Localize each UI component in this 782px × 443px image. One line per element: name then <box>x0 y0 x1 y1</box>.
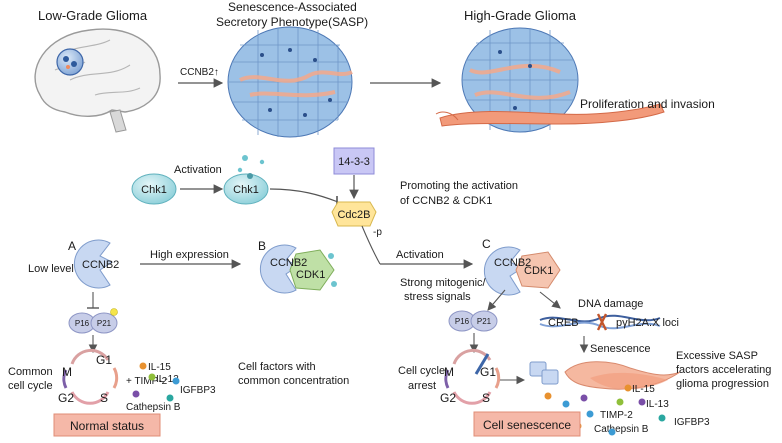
cell-senescence-box <box>473 411 581 437</box>
phase-g1-a: G1 <box>96 353 112 367</box>
cytokine-dots-a <box>132 362 180 402</box>
promoting-line1: Promoting the activation <box>400 180 518 192</box>
ccnb2-shape-a <box>73 239 113 289</box>
cdk1-label-c: CDK1 <box>524 265 553 277</box>
tumor-spot <box>56 48 84 76</box>
panel-b-letter: B <box>258 239 266 253</box>
phase-g2-c: G2 <box>440 391 456 405</box>
igfbp3-label-c: IGFBP3 <box>674 417 710 428</box>
cell-senescence-label: Cell senescence <box>483 418 571 432</box>
chk1-inactive-label: Chk1 <box>141 184 167 196</box>
panel-c-letter: C <box>482 237 491 251</box>
phase-s-a: S <box>100 391 108 405</box>
cell-cycle-a <box>62 348 119 405</box>
low-level-label: Low level <box>28 263 74 275</box>
arrow-to-p21-c <box>487 289 506 311</box>
p21-node-a <box>90 312 118 334</box>
ccnb2-label-a: CCNB2 <box>82 259 119 271</box>
promoting-line2: of CCNB2 & CDK1 <box>400 195 492 207</box>
high-grade-cluster <box>435 27 665 133</box>
common-label-2: cell cycle <box>8 380 53 392</box>
il13-label-c: IL-13 <box>646 399 669 410</box>
senescence-label: Senescence <box>590 343 651 355</box>
igfbp3-label-a: IGFBP3 <box>180 385 216 396</box>
phospho-dots <box>237 155 265 179</box>
high-expression-label: High expression <box>150 249 229 261</box>
ccnb2-shape-b <box>259 244 299 294</box>
il15-label-a: IL-15 <box>148 362 171 373</box>
ccnb2-label-b: CCNB2 <box>270 257 307 269</box>
cathepsin-label-a: Cathepsin B <box>126 402 181 413</box>
mitogenic-line1: Strong mitogenic/ <box>400 277 487 289</box>
phase-m-a: M <box>62 365 72 379</box>
chk1-active-node <box>223 173 269 205</box>
creb-label: CREB <box>548 317 579 329</box>
high-grade-title: High-Grade Glioma <box>464 8 577 23</box>
normal-status-box <box>53 413 161 437</box>
factors-line1: Cell factors with <box>238 361 316 373</box>
ccnb2-label-c: CCNB2 <box>494 257 531 269</box>
arrest-line1: Cell cycle <box>398 365 445 377</box>
arrow-to-dna-damage <box>539 291 561 309</box>
chk1-inactive-node <box>131 173 177 205</box>
il15-label-c: IL-15 <box>632 384 655 395</box>
timp2-label-a: + TIMP-2 <box>126 376 168 387</box>
inhibit-line <box>269 188 339 203</box>
chk1-active-label: Chk1 <box>233 184 259 196</box>
minus-p-label: -p <box>373 227 382 238</box>
brain-illustration <box>34 28 161 133</box>
timp2-label-c: TIMP-2 <box>600 410 633 421</box>
14-3-3-label: 14-3-3 <box>338 156 370 168</box>
excessive-line3: glioma progression <box>676 378 769 390</box>
sasp-title-line1: Senescence-Associated <box>228 0 357 14</box>
panel-a-letter: A <box>68 239 76 253</box>
cdk1-shape-c <box>515 251 561 289</box>
sasp-title-line2: Secretory Phenotype(SASP) <box>216 15 368 29</box>
14-3-3-box <box>333 147 375 175</box>
ccnb2-up-label: CCNB2↑ <box>180 67 219 78</box>
low-grade-title: Low-Grade Glioma <box>38 8 148 23</box>
cdk1-shape-b <box>289 249 335 291</box>
phase-s-c: S <box>482 391 490 405</box>
mitogenic-line2: stress signals <box>404 291 471 303</box>
dna-damage-label: DNA damage <box>578 298 643 310</box>
ccnb2-shape-c <box>483 246 523 296</box>
common-label-1: Common <box>8 366 53 378</box>
excessive-line2: factors accelerating <box>676 364 771 376</box>
sasp-cell-cluster <box>227 26 353 138</box>
cdc2b-label: Cdc2B <box>337 209 370 221</box>
normal-status-label: Normal status <box>70 419 144 433</box>
p21-node-c <box>470 310 498 332</box>
senescent-cells <box>529 361 681 390</box>
activation-label-c: Activation <box>396 249 444 261</box>
p21-label-c: P21 <box>477 317 492 326</box>
p16-label-a: P16 <box>75 319 90 328</box>
excessive-line1: Excessive SASP <box>676 350 758 362</box>
il13-label-a: IL-13 <box>156 374 179 385</box>
phospho-dot-a <box>110 308 118 316</box>
cell-cycle-c <box>444 348 501 405</box>
cdk1-label-b: CDK1 <box>296 269 325 281</box>
activation-label-chk1: Activation <box>174 164 222 176</box>
arrest-line2: arrest <box>408 380 436 392</box>
p21-label-a: P21 <box>97 319 112 328</box>
p16-label-c: P16 <box>455 317 470 326</box>
phase-m-c: M <box>444 365 454 379</box>
phase-g2-a: G2 <box>58 391 74 405</box>
factors-line2: common concentration <box>238 375 349 387</box>
cdc2b-to-activation <box>361 225 381 265</box>
loci-label: pγH2A.X loci <box>616 317 679 329</box>
phase-g1-c: G1 <box>480 365 496 379</box>
cathepsin-label-c: Cathepsin B <box>594 424 649 435</box>
damage-mark <box>596 313 608 331</box>
dna-strand <box>539 313 661 331</box>
phospho-dot-b1 <box>328 253 334 259</box>
proliferation-label: Proliferation and invasion <box>580 97 715 111</box>
phospho-dot-b2 <box>331 281 337 287</box>
cdc2b-node <box>331 201 377 227</box>
